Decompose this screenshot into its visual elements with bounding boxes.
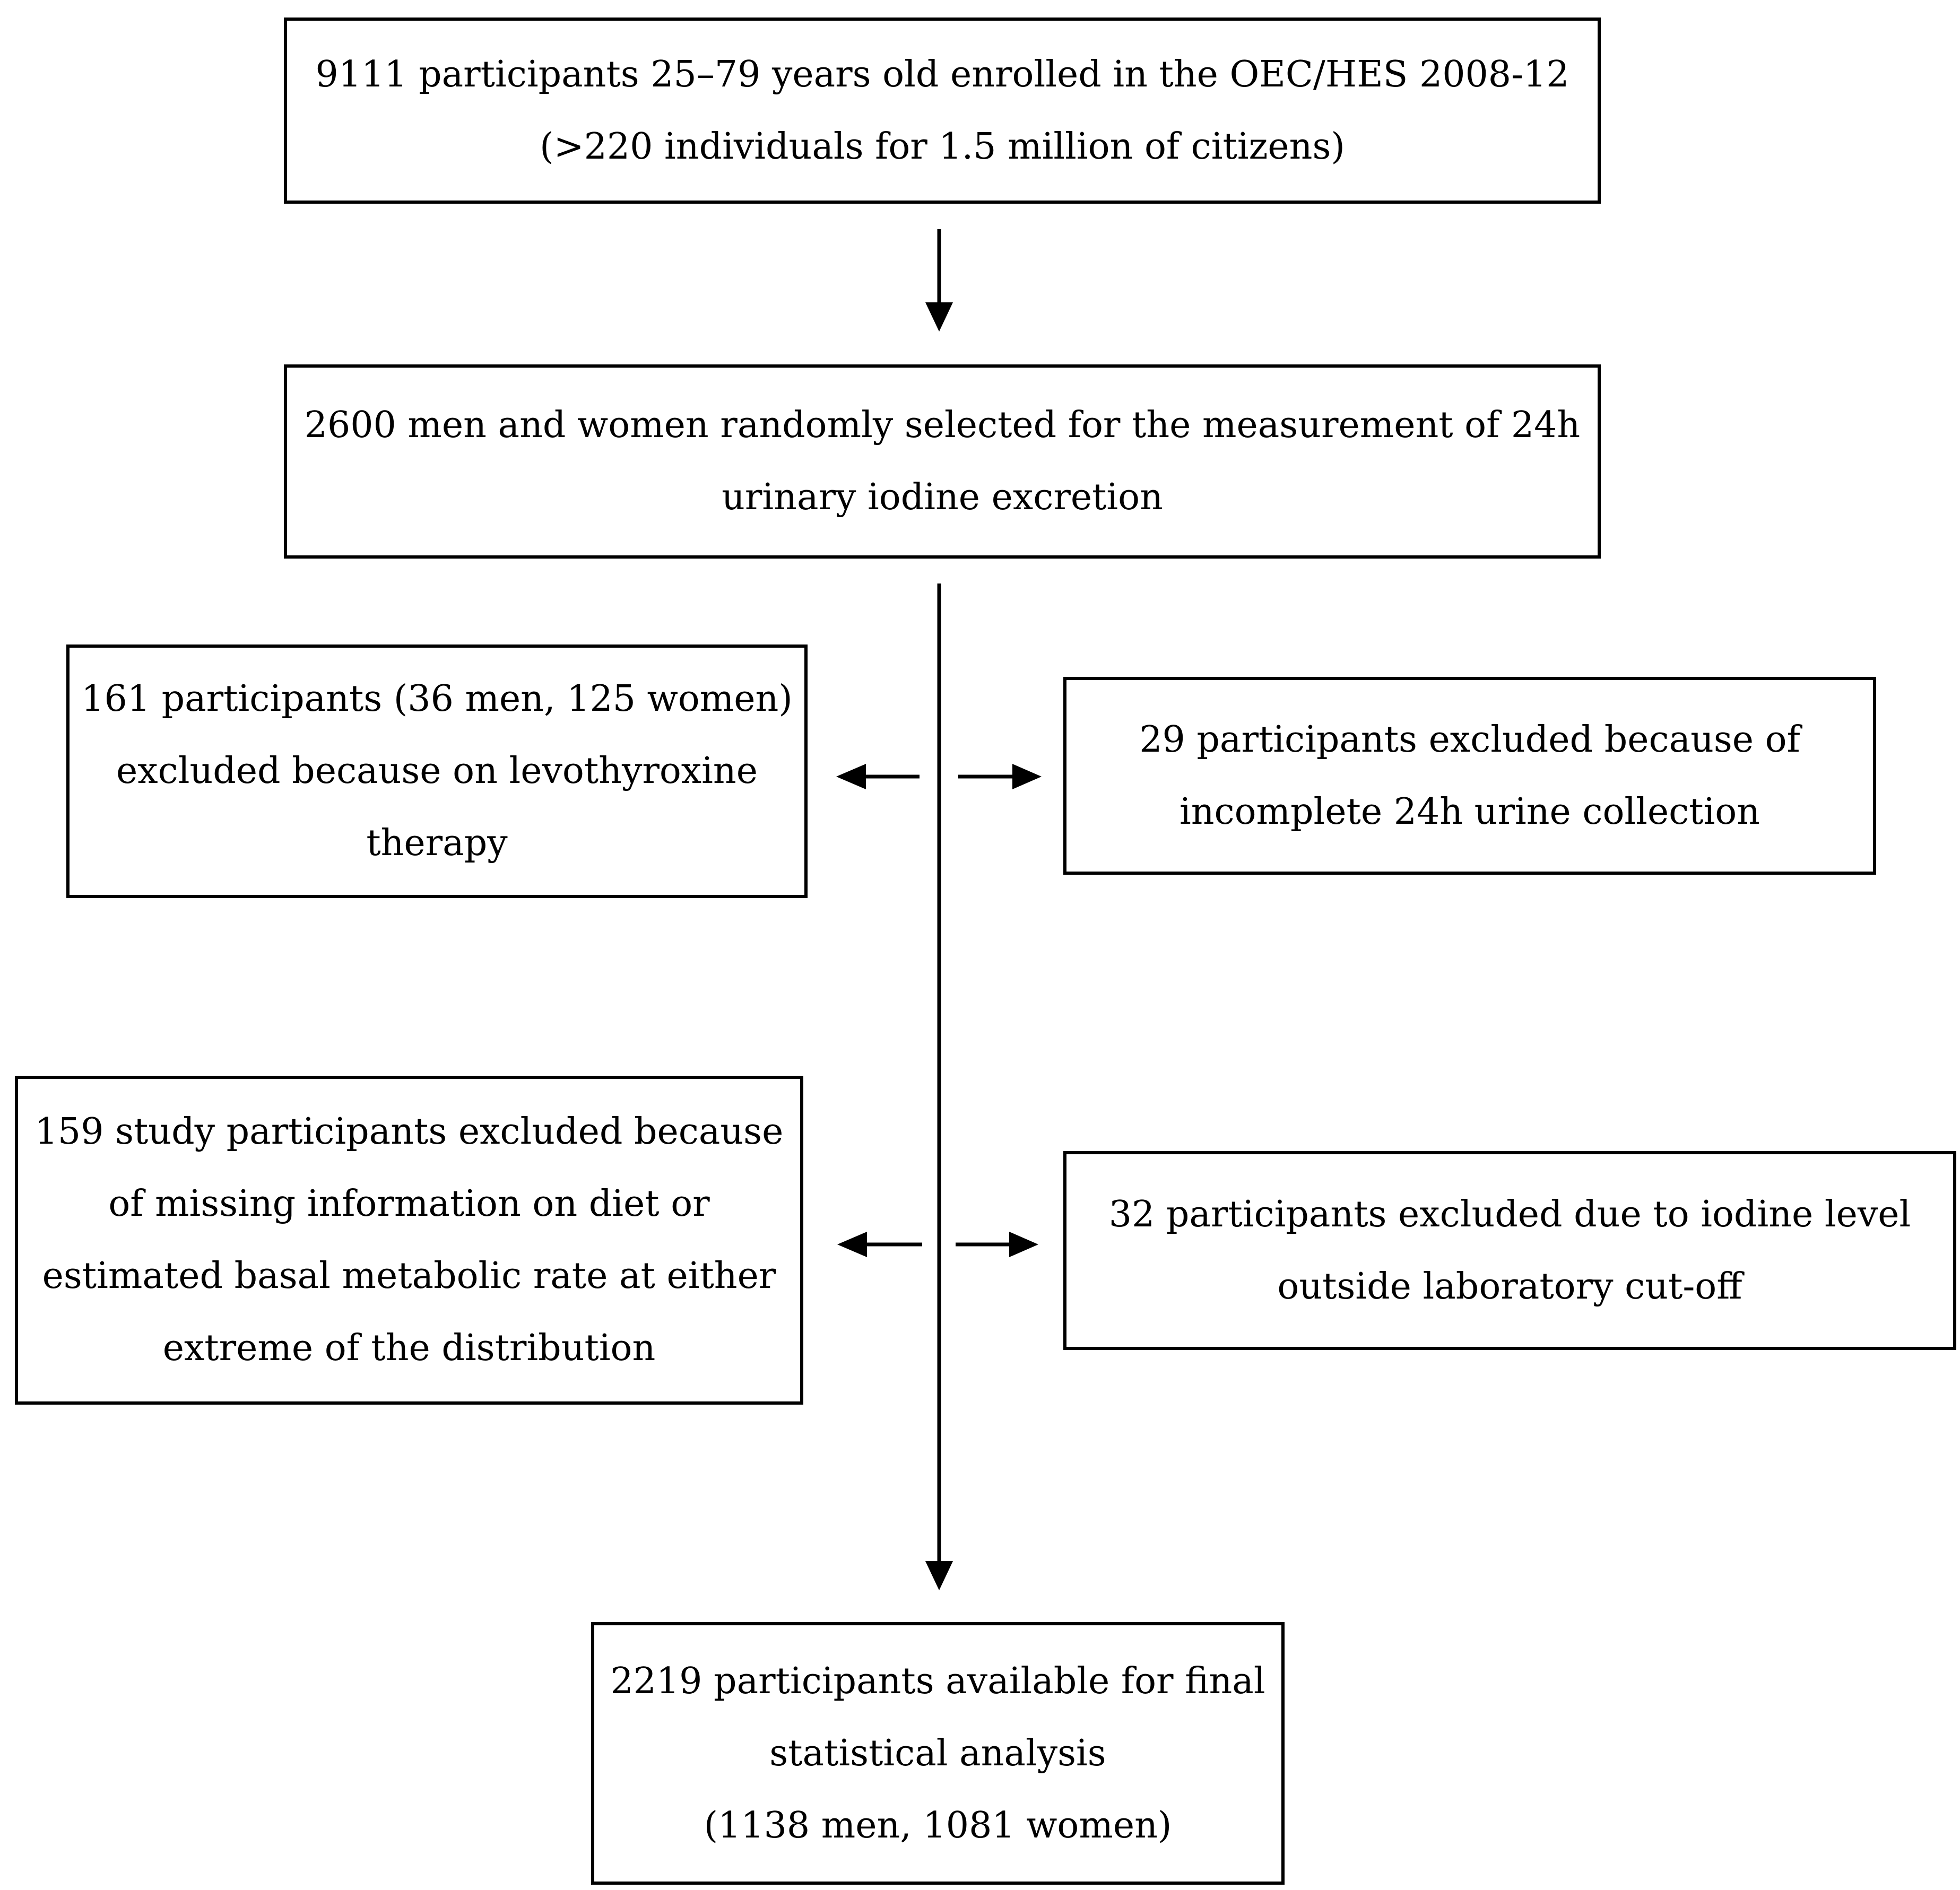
box-text-line: 159 study participants excluded because (34, 1111, 784, 1153)
box-text-line: 2600 men and women randomly selected for… (304, 404, 1581, 446)
iodine-level-exclusion-box: 32 participants excluded due to iodine l… (1063, 1151, 1956, 1350)
box-text-line: 2219 participants available for final (610, 1660, 1265, 1702)
arrowhead-down-final (925, 1561, 953, 1590)
randomly-selected-box: 2600 men and women randomly selected for… (284, 364, 1601, 559)
arrowhead-right-iodine (1009, 1232, 1038, 1257)
box-text-line: therapy (366, 822, 508, 864)
enrolled-participants-box: 9111 participants 25–79 years old enroll… (284, 18, 1601, 204)
box-text-line: excluded because on levothyroxine (116, 750, 758, 792)
box-text-line: estimated basal metabolic rate at either (42, 1255, 776, 1297)
arrowhead-left-diet (837, 1232, 867, 1257)
box-text-line: incomplete 24h urine collection (1179, 790, 1760, 833)
levothyroxine-exclusion-box: 161 participants (36 men, 125 women) exc… (66, 644, 808, 898)
box-text-line: extreme of the distribution (162, 1327, 656, 1369)
diet-information-exclusion-box: 159 study participants excluded because … (15, 1076, 803, 1405)
box-text-line: of missing information on diet or (108, 1183, 710, 1225)
box-text-line: 32 participants excluded due to iodine l… (1108, 1193, 1911, 1235)
box-text-line: statistical analysis (769, 1732, 1106, 1774)
box-text-line: outside laboratory cut-off (1277, 1265, 1742, 1308)
box-text-line: urinary iodine excretion (722, 476, 1163, 518)
box-text-line: (>220 individuals for 1.5 million of cit… (540, 125, 1345, 168)
arrowhead-down-selected (925, 302, 953, 332)
arrowhead-left-levothyroxine (836, 764, 866, 789)
urine-collection-exclusion-box: 29 participants excluded because of inco… (1063, 677, 1876, 875)
box-text-line: 29 participants excluded because of (1139, 718, 1800, 761)
box-text-line: (1138 men, 1081 women) (704, 1804, 1172, 1847)
final-analysis-box: 2219 participants available for final st… (591, 1622, 1285, 1885)
arrowhead-right-urine (1012, 764, 1042, 789)
box-text-line: 9111 participants 25–79 years old enroll… (315, 53, 1569, 95)
box-text-line: 161 participants (36 men, 125 women) (81, 678, 793, 720)
